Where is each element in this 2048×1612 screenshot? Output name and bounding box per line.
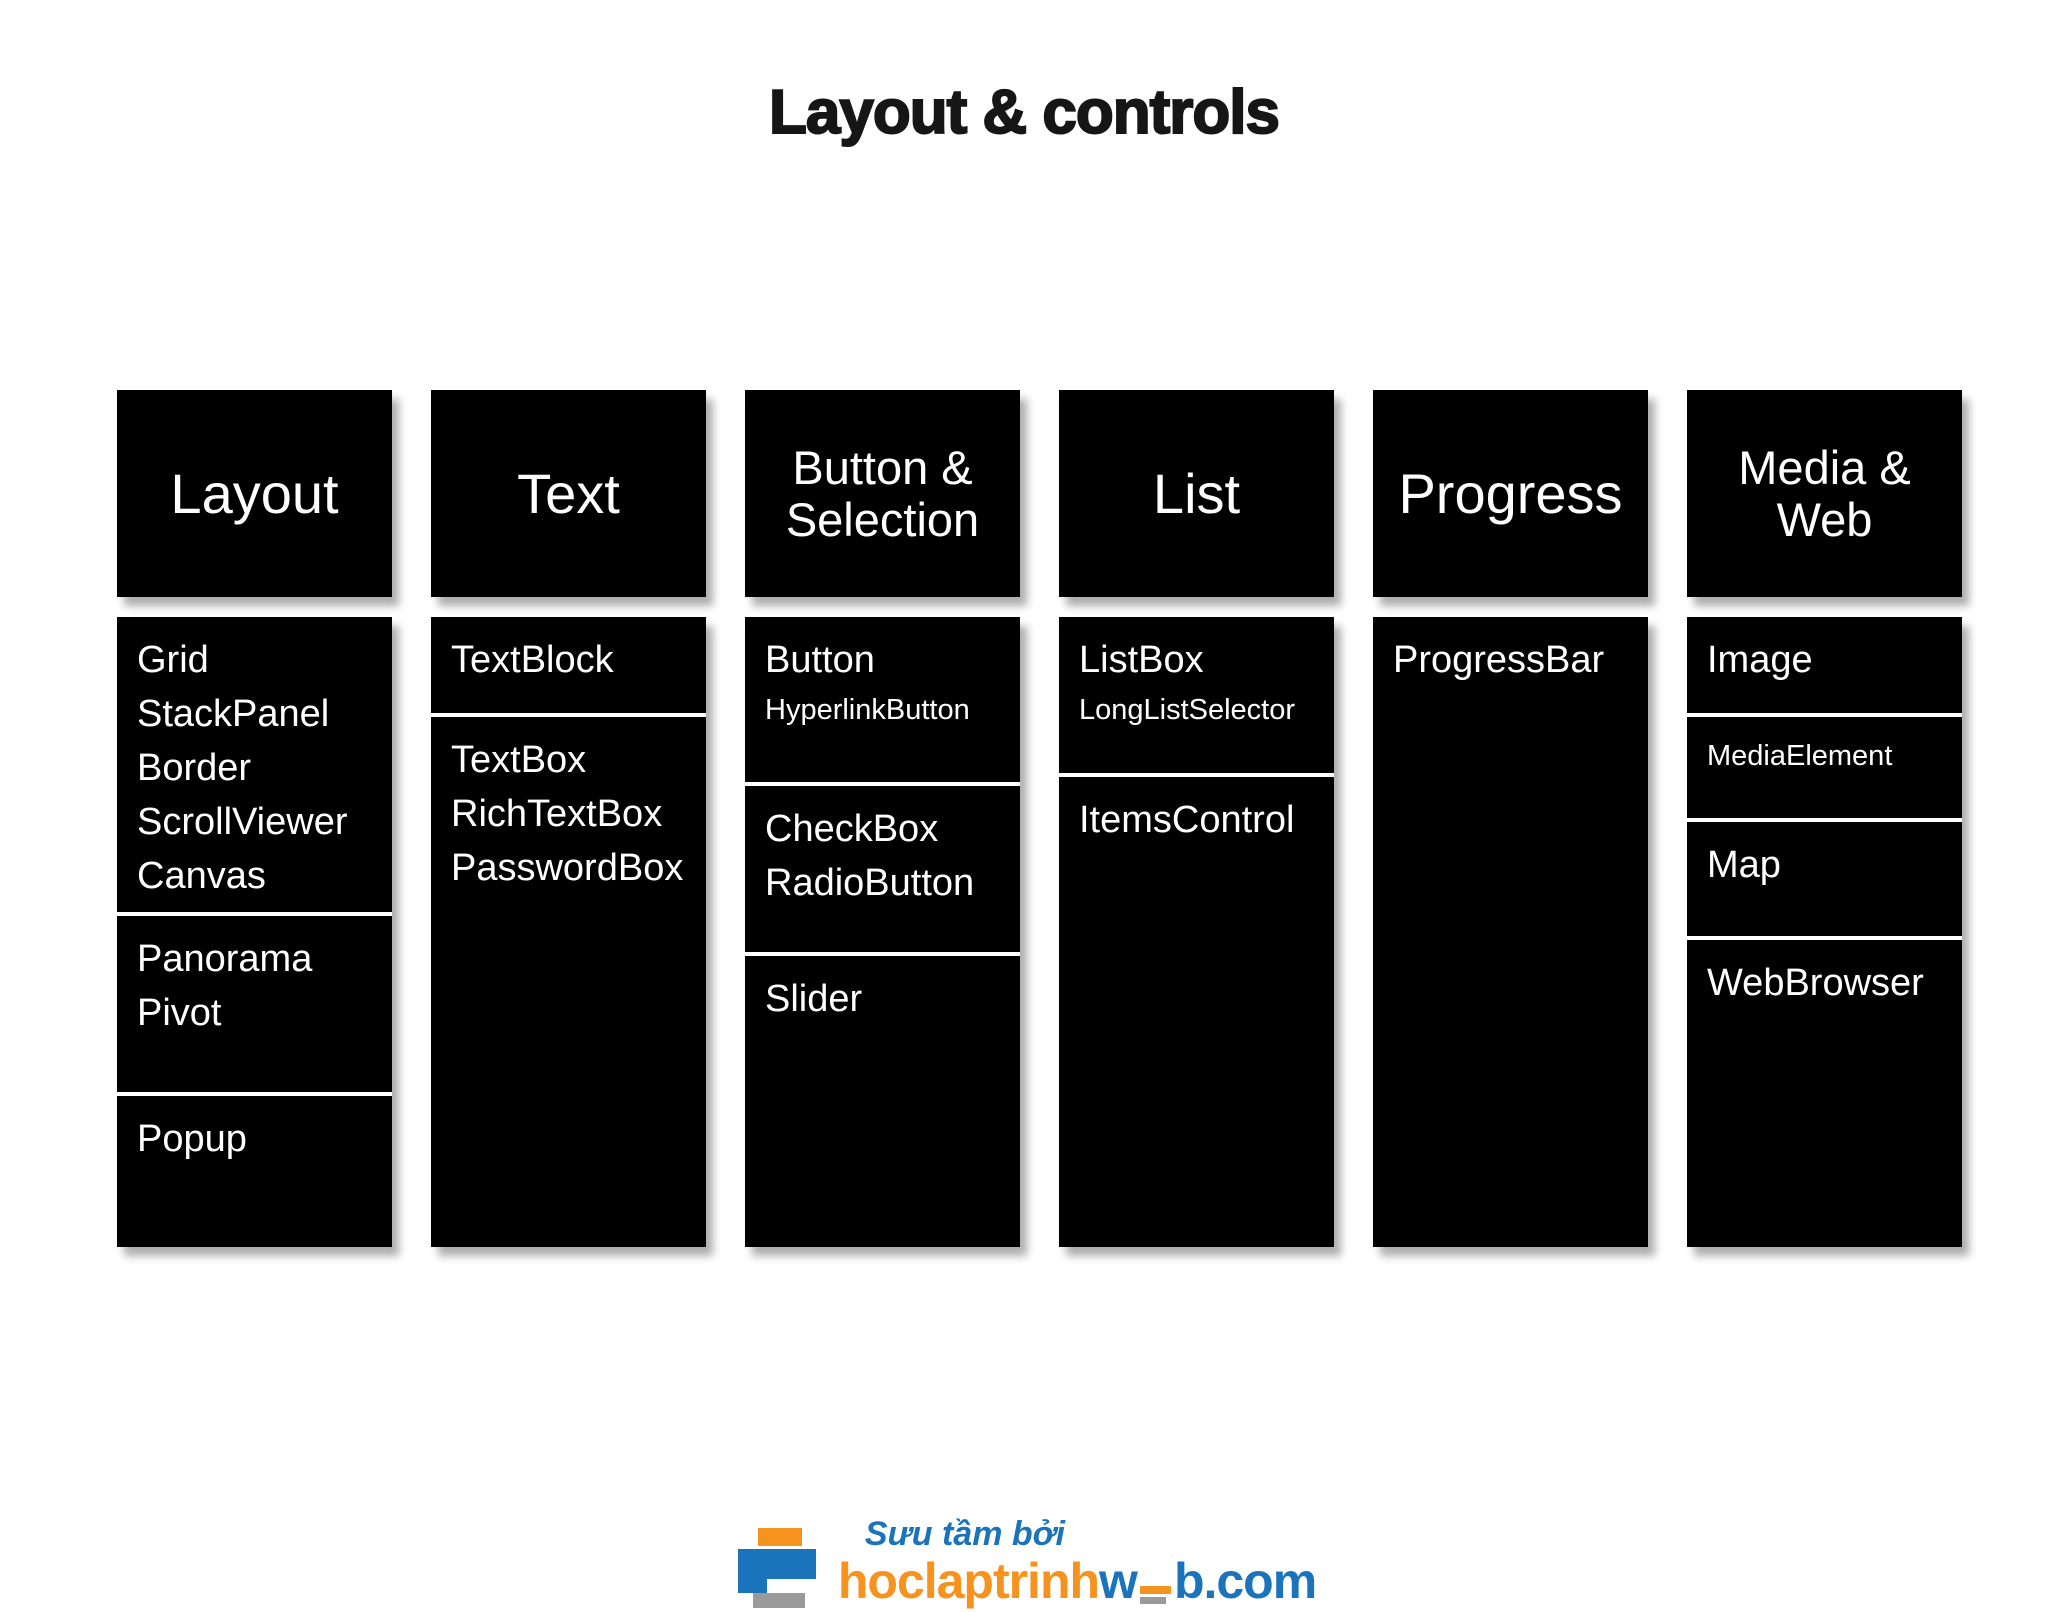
brand-tagline: Sưu tầm bởi: [864, 1515, 1065, 1553]
brand-suffix: b.com: [1173, 1553, 1317, 1609]
column-section: TextBlock: [431, 617, 706, 713]
hoclaptrinhweb-logo-icon: [732, 1528, 816, 1608]
column-section: MediaElement: [1687, 713, 1962, 818]
control-item: ScrollViewer: [137, 801, 348, 843]
column-section: Image: [1687, 617, 1962, 713]
control-item: Slider: [765, 978, 863, 1020]
control-item: CheckBox: [765, 808, 939, 850]
column-section: Map: [1687, 818, 1962, 936]
column-header: Text: [431, 390, 706, 597]
brand-w: w: [1099, 1553, 1138, 1609]
column-header: List: [1059, 390, 1334, 597]
control-item: Grid: [137, 639, 209, 681]
control-item: Canvas: [137, 855, 266, 897]
control-item: MediaElement: [1707, 740, 1893, 772]
control-item: Pivot: [137, 992, 222, 1034]
control-item: HyperlinkButton: [765, 694, 970, 726]
column-header: Button & Selection: [745, 390, 1020, 597]
brand-wordmark: hoclaptrinhw b.com: [837, 1553, 1317, 1609]
logo-blue-stem: [737, 1549, 767, 1593]
column-section: ProgressBar: [1373, 617, 1648, 1247]
control-item: LongListSelector: [1079, 694, 1296, 726]
column-section: WebBrowser: [1687, 936, 1962, 1247]
control-item: Popup: [137, 1118, 247, 1160]
column-body: ProgressBar: [1373, 617, 1648, 1247]
control-item: PasswordBox: [451, 847, 684, 889]
page-title: Layout & controls: [768, 77, 1281, 148]
control-item: WebBrowser: [1707, 962, 1924, 1004]
control-item: RadioButton: [765, 862, 975, 904]
control-item: TextBlock: [451, 639, 614, 681]
control-item: ItemsControl: [1079, 799, 1295, 841]
brand-prefix: hoclaptrinh: [837, 1553, 1100, 1609]
column-header: Media & Web: [1687, 390, 1962, 597]
column-header: Progress: [1373, 390, 1648, 597]
control-item: Button: [765, 639, 875, 681]
control-item: Panorama: [137, 938, 313, 980]
logo-gray-bar: [752, 1593, 805, 1608]
column-section: Slider: [745, 952, 1020, 1247]
control-item: StackPanel: [137, 693, 330, 735]
control-item: TextBox: [451, 739, 587, 781]
column-section: ItemsControl: [1059, 773, 1334, 1247]
control-item: ListBox: [1079, 639, 1204, 681]
column-section: Popup: [117, 1092, 392, 1247]
logo-orange-bar: [757, 1528, 802, 1546]
brand-e-icon: [1139, 1583, 1171, 1604]
column-header: Layout: [117, 390, 392, 597]
brand-text: Sưu tầm bởi hoclaptrinhw b.com: [837, 1514, 1317, 1609]
control-item: ProgressBar: [1393, 639, 1605, 681]
footer: Sưu tầm bởi hoclaptrinhw b.com: [0, 1514, 2048, 1608]
control-item: Image: [1707, 639, 1813, 681]
control-item: Border: [137, 747, 252, 789]
control-item: Map: [1707, 844, 1781, 886]
control-item: RichTextBox: [451, 793, 663, 835]
